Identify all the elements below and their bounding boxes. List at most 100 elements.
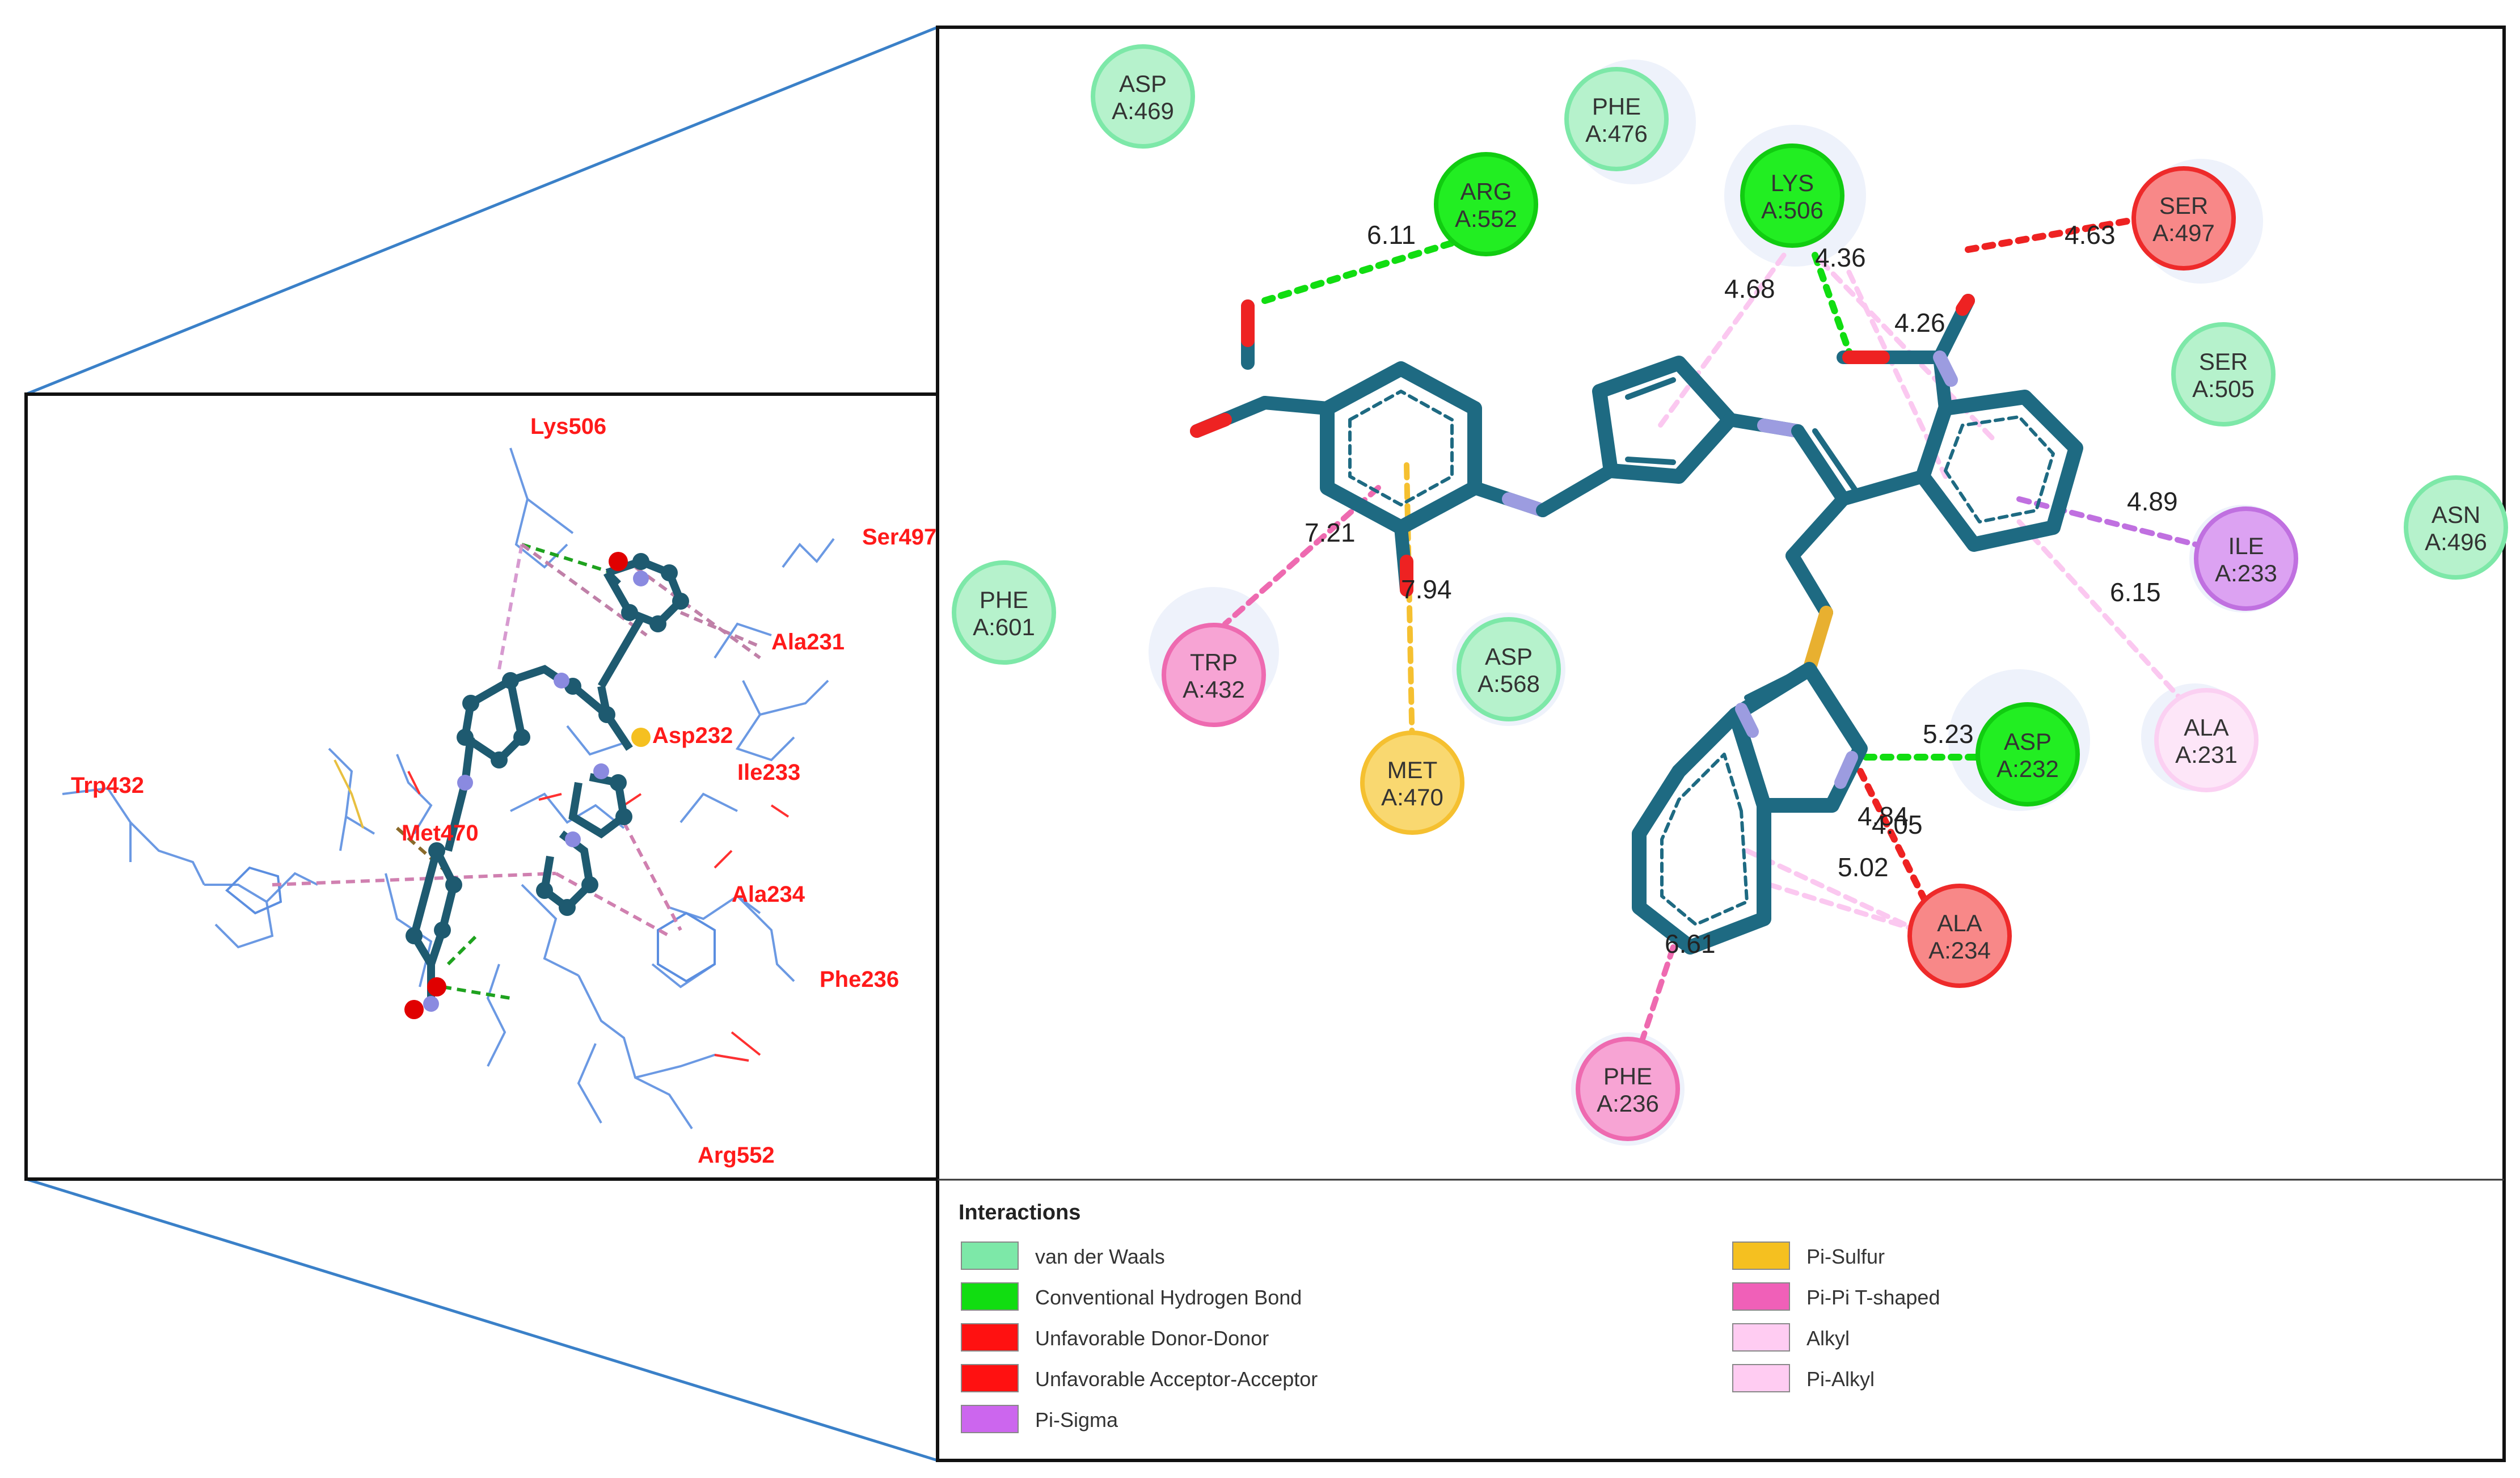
residue-name: ASN bbox=[2432, 501, 2480, 528]
legend-item: Alkyl bbox=[1732, 1323, 1850, 1352]
dist-nitro: 4.26 bbox=[1894, 308, 1945, 337]
legend-label: Unfavorable Donor-Donor bbox=[1035, 1327, 1269, 1350]
dist-ser497: 4.63 bbox=[2065, 220, 2116, 250]
residue-name: SER bbox=[2199, 348, 2248, 375]
polar-stubs bbox=[407, 771, 790, 1062]
right-2d-panel: 6.11 4.36 4.68 4.63 4.26 4.89 6.15 7.21 … bbox=[936, 26, 2508, 1462]
residue-circle bbox=[1740, 143, 1844, 248]
label-ser497: Ser497 bbox=[862, 525, 936, 550]
residue-name: PHE bbox=[1603, 1063, 1652, 1090]
dist-lys506-a: 4.36 bbox=[1815, 243, 1866, 272]
residue-circle bbox=[1976, 702, 2080, 806]
legend-item: Pi-Sigma bbox=[961, 1405, 1118, 1433]
interaction-lines-2d bbox=[1222, 218, 2221, 1069]
legend-item: Pi-Sulfur bbox=[1732, 1241, 1885, 1270]
hbond-arg552 bbox=[1261, 229, 1489, 304]
legend-title: Interactions bbox=[959, 1201, 1080, 1224]
legend-swatch bbox=[961, 1405, 1019, 1433]
residue-chain: A:231 bbox=[2175, 741, 2238, 768]
label-phe236: Phe236 bbox=[820, 967, 899, 992]
label-met470: Met470 bbox=[402, 821, 479, 846]
met-sulfur-wire bbox=[334, 759, 364, 829]
residue-chain: A:496 bbox=[2425, 529, 2487, 555]
alkyl-ala234 bbox=[1744, 848, 1920, 933]
label-ala231: Ala231 bbox=[771, 630, 845, 654]
residue-name: ASP bbox=[1485, 643, 1533, 670]
legend-label: van der Waals bbox=[1035, 1245, 1165, 1268]
residue-name: MET bbox=[1387, 757, 1438, 783]
alkyl-lys506 bbox=[1653, 252, 1787, 434]
residue-name: ILE bbox=[2228, 533, 2264, 559]
dist-ile233: 4.89 bbox=[2127, 487, 2178, 516]
residue-name: TRP bbox=[1190, 649, 1238, 675]
legend-item: van der Waals bbox=[961, 1241, 1165, 1270]
phe236-ring bbox=[657, 911, 716, 983]
dist-asp232: 5.23 bbox=[1923, 719, 1974, 749]
residue-chain: A:232 bbox=[1996, 755, 2059, 782]
label-ala234: Ala234 bbox=[732, 882, 805, 907]
residue-circle bbox=[2404, 475, 2508, 580]
legend-label: Pi-Alkyl bbox=[1806, 1367, 1875, 1391]
legend-swatch bbox=[961, 1241, 1019, 1270]
trp432-ring bbox=[225, 866, 282, 915]
residue-chain: A:470 bbox=[1381, 784, 1443, 810]
label-trp432: Trp432 bbox=[71, 773, 144, 798]
residue-chain: A:552 bbox=[1455, 205, 1517, 232]
alkyl-ala231 bbox=[2016, 519, 2198, 717]
residue-circle bbox=[1162, 623, 1266, 727]
legend-swatch bbox=[1732, 1282, 1790, 1311]
dist-phe236: 6.61 bbox=[1665, 929, 1716, 958]
residue-circle bbox=[2154, 688, 2259, 792]
hbond-lys506 bbox=[1812, 252, 1852, 355]
residue-name: ASP bbox=[1119, 70, 1167, 97]
dist-trp432: 7.21 bbox=[1305, 518, 1356, 547]
legend-label: Pi-Sigma bbox=[1035, 1408, 1118, 1431]
legend-label: Unfavorable Acceptor-Acceptor bbox=[1035, 1367, 1318, 1391]
residue-name: ALA bbox=[1937, 910, 1982, 936]
unfav-ala234 bbox=[1857, 768, 1932, 911]
dist-met470: 7.94 bbox=[1401, 575, 1452, 604]
label-asp232: Asp232 bbox=[652, 723, 733, 748]
dist-ala234-a: 4.84 bbox=[1858, 801, 1909, 831]
residue-name: PHE bbox=[1592, 93, 1641, 120]
pisulfur-met470 bbox=[1404, 462, 1415, 751]
legend-swatch bbox=[961, 1282, 1019, 1311]
ligand-2d bbox=[1190, 294, 2083, 955]
residue-labels-3d: Lys506 Ser497 Ala231 Asp232 Ile233 Trp43… bbox=[71, 414, 936, 1168]
dist-arg552: 6.11 bbox=[1367, 220, 1416, 250]
label-ile233: Ile233 bbox=[737, 760, 800, 785]
residue-circle bbox=[1434, 152, 1538, 256]
residue-name: ALA bbox=[2184, 714, 2228, 741]
residue-name: PHE bbox=[980, 586, 1028, 613]
label-arg552: Arg552 bbox=[698, 1143, 775, 1168]
residue-circle bbox=[2171, 322, 2276, 426]
residue-chain: A:236 bbox=[1597, 1090, 1659, 1117]
legend-item: Unfavorable Acceptor-Acceptor bbox=[961, 1364, 1318, 1392]
residue-name: ARG bbox=[1460, 178, 1512, 205]
residue-chain: A:233 bbox=[2215, 560, 2277, 586]
residue-chain: A:234 bbox=[1928, 937, 1991, 964]
dist-ala234-b: 4.05 bbox=[1872, 810, 1923, 839]
residue-chain: A:469 bbox=[1112, 98, 1174, 124]
legend-label: Conventional Hydrogen Bond bbox=[1035, 1286, 1302, 1309]
residue-chain: A:568 bbox=[1478, 670, 1540, 697]
legend-swatch bbox=[1732, 1364, 1790, 1392]
residue-circle bbox=[1457, 617, 1561, 721]
ligand-3d bbox=[404, 552, 689, 1019]
residue-circle bbox=[1907, 884, 2012, 988]
residue-circle bbox=[1564, 67, 1669, 171]
unfav-ser497 bbox=[1965, 218, 2130, 253]
